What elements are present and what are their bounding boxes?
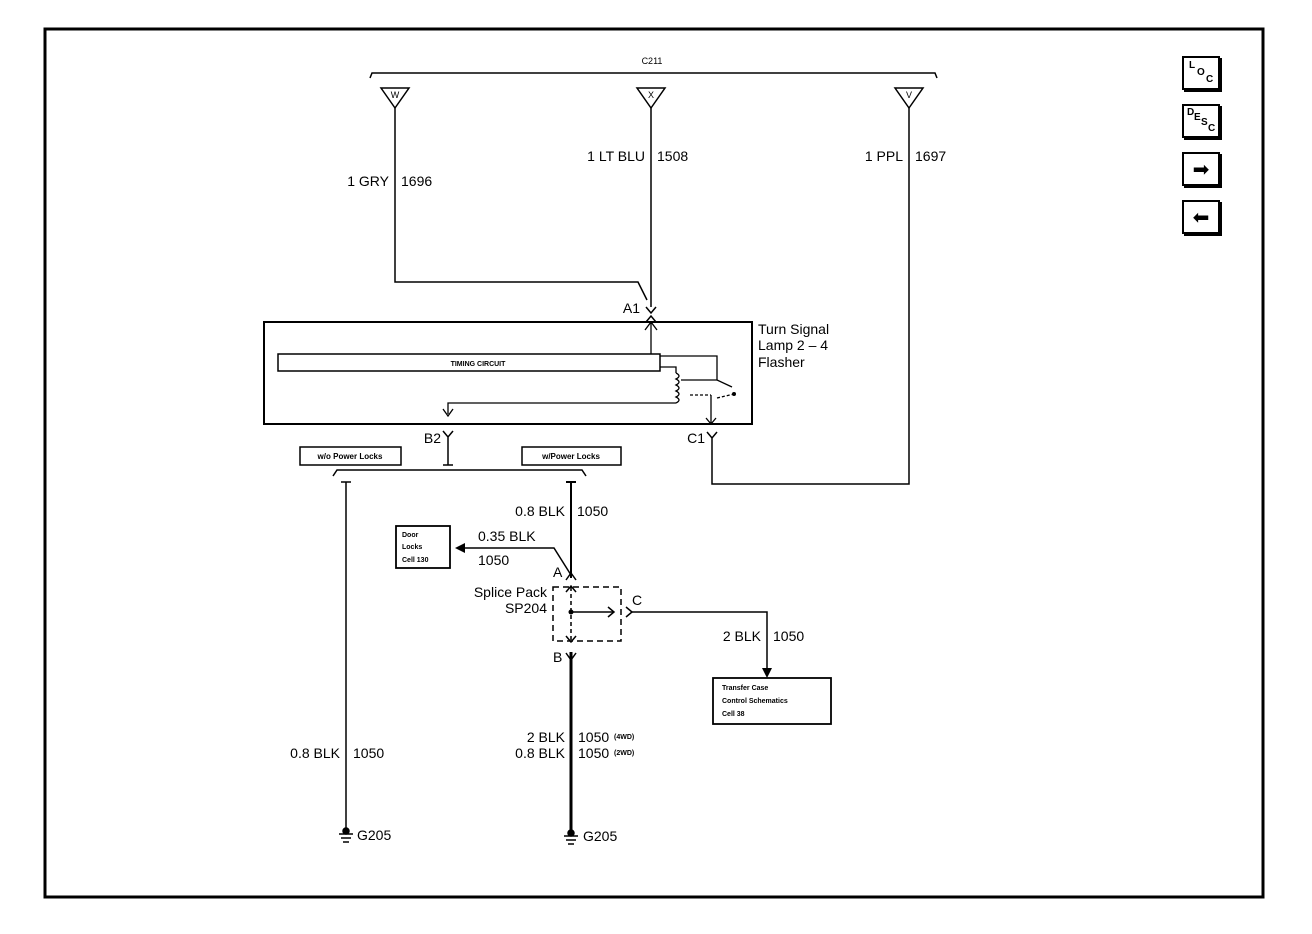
transfer-case-reference: Transfer Case Control Schematics Cell 38 (712, 677, 832, 725)
desc-letter-e: E (1194, 112, 1201, 123)
svg-text:Cell 130: Cell 130 (402, 557, 429, 564)
timing-circuit (277, 353, 661, 372)
splice-node (568, 609, 574, 615)
wire-lt-blu-circuit: 1508 (657, 148, 688, 164)
loc-letter-o: O (1197, 67, 1205, 78)
center-branch (565, 481, 577, 832)
left-wire-circuit: 1050 (353, 745, 384, 761)
location-button[interactable]: L O C (1182, 56, 1220, 90)
splice-internal (565, 584, 616, 644)
svg-text:w/Power Locks: w/Power Locks (541, 452, 600, 461)
pin-a1-connector (645, 306, 657, 323)
door-locks-arrow (455, 543, 465, 553)
splice-pack (552, 586, 622, 642)
center-lower-2wd-circuit: 1050 (578, 745, 609, 761)
splice-pin-b: B (553, 649, 562, 665)
wire-gry (394, 108, 648, 301)
transfer-arrow (762, 668, 772, 678)
splice-pin-a: A (553, 564, 563, 580)
pin-a1-label: A1 (623, 300, 640, 316)
flasher-internal-circuit (442, 320, 735, 426)
left-wire-label: 0.8 BLK (290, 745, 340, 761)
pin-w: W (379, 87, 411, 110)
relay-contact (732, 392, 736, 396)
transfer-branch (625, 606, 768, 672)
pin-b2-connector (442, 430, 454, 466)
svg-text:W: W (391, 90, 400, 100)
transfer-branch-circuit: 1050 (773, 628, 804, 644)
option-without-locks: w/o Power Locks (299, 446, 402, 466)
connector-bracket (369, 72, 938, 79)
diagram-frame (43, 27, 1265, 899)
svg-text:Control Schematics: Control Schematics (722, 698, 788, 705)
pin-x: X (635, 87, 667, 110)
center-lower-4wd-note: (4WD) (614, 734, 634, 741)
svg-text:Cell 38: Cell 38 (722, 711, 745, 718)
connector-label: C211 (642, 56, 663, 66)
wire-gry-circuit: 1696 (401, 173, 432, 189)
center-upper-circuit: 1050 (577, 503, 608, 519)
svg-text:Door: Door (402, 532, 419, 539)
desc-letter-s: S (1201, 117, 1208, 128)
flasher-title-3: Flasher (758, 354, 805, 370)
pin-b2-label: B2 (424, 430, 441, 446)
ground-symbol-left (339, 827, 353, 843)
door-locks-branch (462, 547, 572, 576)
forward-arrow-icon: ➡ (1192, 157, 1210, 181)
door-branch-label: 0.35 BLK (478, 528, 536, 544)
forward-button[interactable]: ➡ (1182, 152, 1220, 186)
back-button[interactable]: ⬅ (1182, 200, 1220, 234)
flasher-title-2: Lamp 2 – 4 (758, 337, 828, 353)
svg-text:Transfer Case: Transfer Case (722, 685, 768, 692)
svg-text:V: V (906, 90, 912, 100)
svg-text:X: X (648, 90, 654, 100)
splice-pin-c: C (632, 592, 642, 608)
desc-letter-c: C (1208, 123, 1216, 134)
wire-gry-label: 1 GRY (347, 173, 389, 189)
loc-letter-l: L (1189, 60, 1196, 71)
splice-name-1: Splice Pack (474, 584, 548, 600)
pin-c1-connector (706, 431, 718, 442)
option-bracket (332, 469, 587, 477)
wire-lt-blu-label: 1 LT BLU (587, 148, 645, 164)
pin-c1-label: C1 (687, 430, 705, 446)
door-locks-reference: Door Locks Cell 130 (395, 525, 451, 569)
transfer-branch-label: 2 BLK (723, 628, 762, 644)
timing-circuit-label: TIMING CIRCUIT (451, 361, 507, 368)
description-button[interactable]: D E S C (1182, 104, 1220, 138)
splice-name-2: SP204 (505, 600, 547, 616)
flasher-title-1: Turn Signal (758, 321, 829, 337)
wire-ppl-label: 1 PPL (865, 148, 903, 164)
center-lower-2wd-label: 0.8 BLK (515, 745, 565, 761)
svg-text:w/o Power Locks: w/o Power Locks (317, 452, 383, 461)
center-lower-4wd-circuit: 1050 (578, 729, 609, 745)
ground-left-label: G205 (357, 827, 391, 843)
left-ground-branch (341, 481, 351, 830)
flasher-module (263, 321, 753, 425)
center-lower-4wd-label: 2 BLK (527, 729, 566, 745)
wire-ppl (711, 108, 910, 485)
desc-letter-d: D (1187, 107, 1195, 118)
option-with-locks: w/Power Locks (521, 446, 622, 466)
svg-text:Locks: Locks (402, 544, 422, 551)
pin-v: V (893, 87, 925, 110)
center-lower-2wd-note: (2WD) (614, 750, 634, 757)
ground-right-label: G205 (583, 828, 617, 844)
door-branch-circuit: 1050 (478, 552, 509, 568)
loc-letter-c: C (1206, 74, 1214, 85)
back-arrow-icon: ⬅ (1192, 205, 1210, 229)
ground-symbol-right (564, 829, 578, 845)
wire-ppl-circuit: 1697 (915, 148, 946, 164)
center-upper-label: 0.8 BLK (515, 503, 565, 519)
